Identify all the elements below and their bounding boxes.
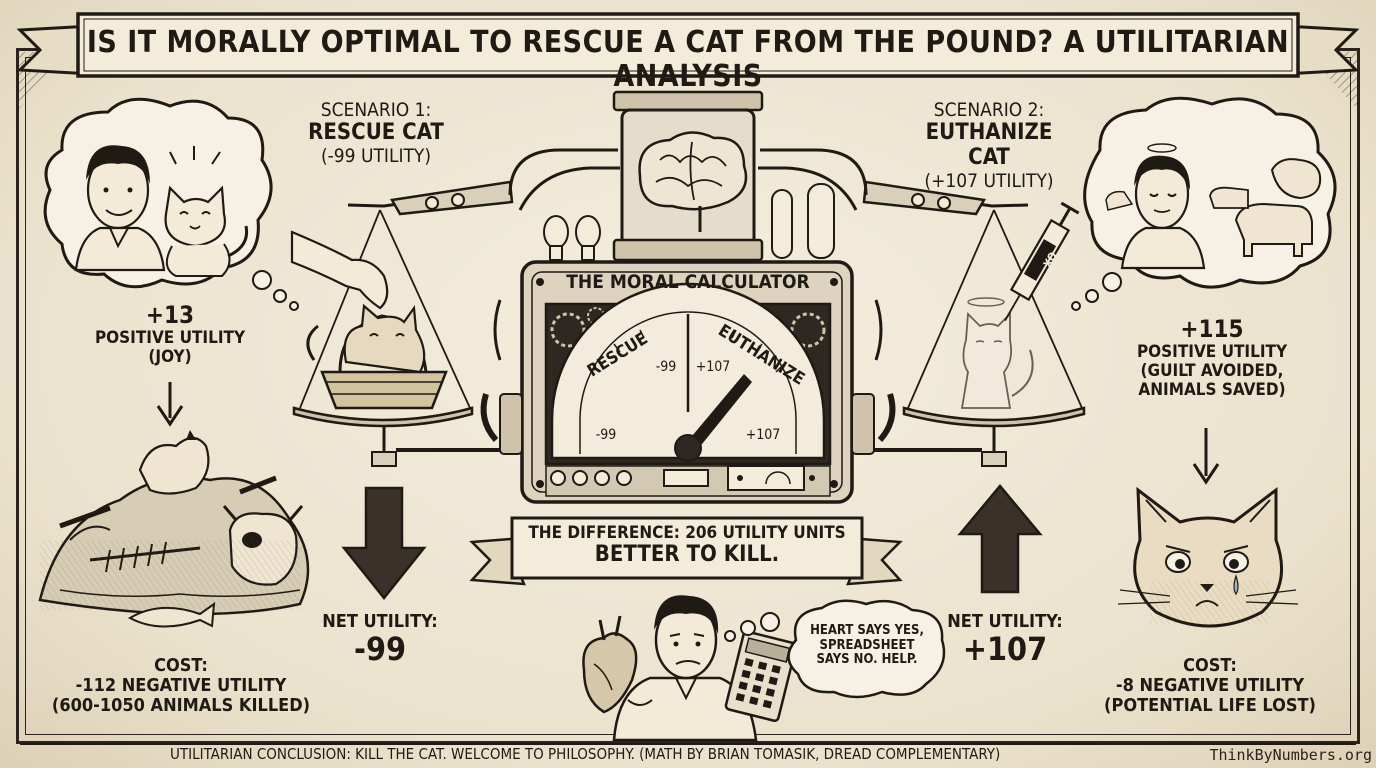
scenario1-benefit: +13 POSITIVE UTILITY (JOY): [70, 302, 270, 367]
difference-banner: [469, 516, 903, 586]
scenario1-benefit-line2: (JOY): [148, 346, 192, 367]
footer-conclusion: UTILITARIAN CONCLUSION: KILL THE CAT. WE…: [170, 745, 1001, 763]
scenario2-benefit-line3: ANIMALS SAVED): [1138, 379, 1286, 400]
down-arrow-icon-right: [1192, 428, 1220, 485]
scenario2-cost-line2: (POTENTIAL LIFE LOST): [1104, 695, 1316, 717]
scenario1-benefit-value: +13: [145, 301, 195, 329]
machine-pipes: [480, 148, 896, 443]
scenario2-net-value: +107: [962, 630, 1048, 669]
difference-banner-line2: BETTER TO KILL.: [594, 542, 780, 568]
down-arrow-icon: [156, 382, 184, 427]
scenario1-heading-line1: SCENARIO 1:: [320, 99, 432, 121]
left-scale-pan: [290, 180, 514, 467]
speech-bubble-line3: SAYS NO. HELP.: [816, 652, 918, 668]
scenario1-heading: SCENARIO 1: RESCUE CAT (-99 UTILITY): [296, 99, 456, 167]
scenario1-cost-line2: (600-1050 ANIMALS KILLED): [51, 695, 311, 717]
scenario2-cost: COST: -8 NEGATIVE UTILITY (POTENTIAL LIF…: [1090, 655, 1330, 717]
dial-left-top-value: -99: [655, 359, 677, 375]
sad-cat-face: [1117, 486, 1299, 628]
speech-bubble: [787, 599, 946, 699]
calculator-title: THE MORAL CALCULATOR: [566, 271, 810, 293]
scenario2-heading: SCENARIO 2: EUTHANIZE CAT (+107 UTILITY): [904, 99, 1074, 192]
scenario2-cost-label: COST:: [1183, 655, 1237, 676]
page-title: IS IT MORALLY OPTIMAL TO RESCUE A CAT FR…: [86, 25, 1290, 94]
difference-banner-text: THE DIFFERENCE: 206 UTILITY UNITS BETTER…: [514, 523, 860, 568]
scenario1-net-value: -99: [353, 630, 406, 669]
scenario1-heading-line3: (-99 UTILITY): [320, 144, 432, 167]
conflicted-man: [582, 595, 798, 742]
right-scale-pan: [862, 180, 1086, 467]
scenario2-benefit-line1: POSITIVE UTILITY: [1136, 341, 1288, 362]
dial-right-top-value: +107: [695, 359, 731, 375]
scenario1-benefit-line1: POSITIVE UTILITY: [94, 327, 246, 348]
big-up-arrow-icon: [957, 484, 1043, 594]
scenario2-benefit: +115 POSITIVE UTILITY (GUILT AVOIDED, AN…: [1112, 316, 1312, 400]
scenario1-heading-line2: RESCUE CAT: [308, 120, 444, 146]
speech-bubble-text: HEART SAYS YES, SPREADSHEET SAYS NO. HEL…: [796, 623, 938, 668]
dial-right-bottom-value: +107: [745, 427, 781, 443]
euthanize-thought-cloud: [1083, 96, 1337, 289]
lightbulbs: [543, 183, 835, 261]
speech-bubble-line1: HEART SAYS YES,: [810, 623, 924, 638]
rescue-thought-cloud: [43, 97, 273, 289]
scenario2-heading-line1: SCENARIO 2:: [933, 99, 1045, 121]
scenario1-cost: COST: -112 NEGATIVE UTILITY (600-1050 AN…: [36, 655, 326, 717]
speech-bubble-line2: SPREADSHEET: [819, 637, 915, 653]
scenario2-heading-line3: (+107 UTILITY): [924, 169, 1054, 192]
scenario1-cost-line1: -112 NEGATIVE UTILITY: [75, 675, 287, 697]
scenario1-net: NET UTILITY: -99: [310, 611, 450, 669]
big-down-arrow-icon: [341, 486, 427, 601]
scenario2-net: NET UTILITY: +107: [930, 611, 1080, 669]
scenario2-benefit-line2: (GUILT AVOIDED,: [1140, 360, 1284, 381]
title-ribbon: [16, 12, 1360, 78]
dial-left-bottom-value: -99: [595, 427, 617, 443]
scenario2-benefit-value: +115: [1180, 315, 1244, 343]
scenario2-heading-line2: EUTHANIZE CAT: [925, 120, 1053, 170]
scenario2-net-label: NET UTILITY:: [947, 611, 1063, 632]
brain-jar: [612, 90, 764, 262]
dead-animals-pile: [38, 430, 310, 628]
difference-banner-line1: THE DIFFERENCE: 206 UTILITY UNITS: [528, 523, 846, 543]
scenario1-cost-label: COST:: [154, 655, 208, 676]
scenario2-cost-line1: -8 NEGATIVE UTILITY: [1115, 675, 1305, 697]
scenario1-net-label: NET UTILITY:: [322, 611, 438, 632]
moral-calculator-machine: [396, 260, 982, 504]
footer-site: ThinkByNumbers.org: [1209, 746, 1372, 764]
